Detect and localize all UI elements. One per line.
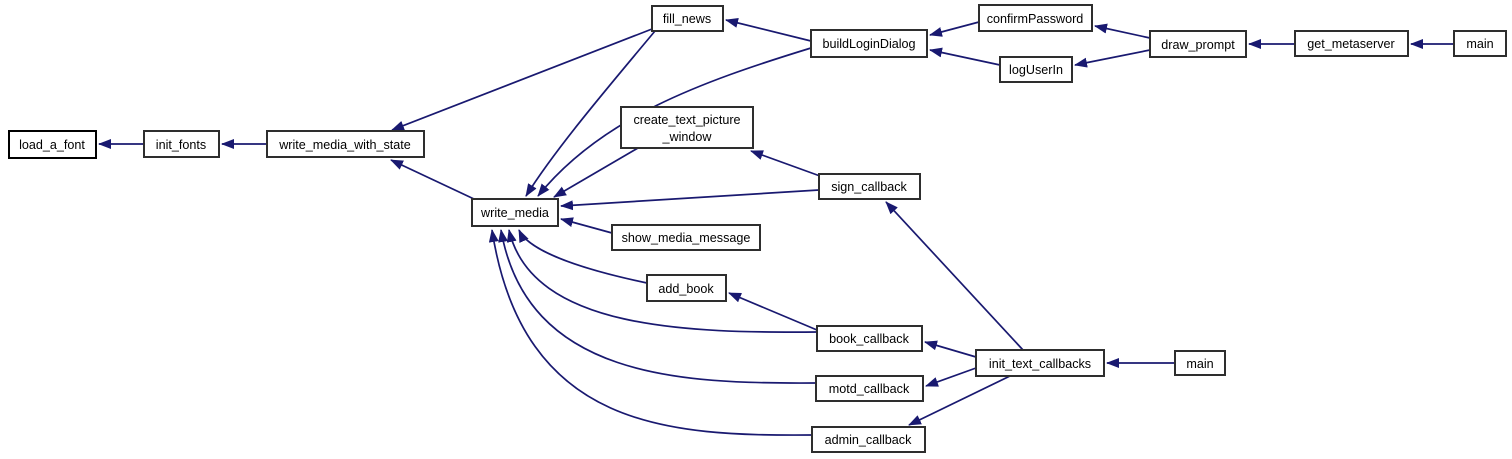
edge-init_text_callbacks-to-motd_callback xyxy=(925,367,977,387)
node-get-metaserver[interactable]: get_metaserver xyxy=(1294,30,1409,57)
edge-fill_news-to-write_media_with_state xyxy=(391,28,653,131)
edge-buildLoginDialog-to-fill_news xyxy=(725,18,812,42)
node-main-bottom[interactable]: main xyxy=(1174,350,1226,376)
edge-show_media_message-to-write_media xyxy=(560,217,613,234)
edge-init_text_callbacks-to-sign_callback xyxy=(885,201,1024,351)
node-label-add-book: add_book xyxy=(658,282,714,296)
node-label-create-text-picture-window-line1: create_text_picture xyxy=(633,113,740,127)
node-main-top[interactable]: main xyxy=(1453,30,1507,57)
edge-draw_prompt-to-logUserIn xyxy=(1074,49,1151,68)
node-label-book-callback: book_callback xyxy=(829,332,910,346)
node-label-main-top: main xyxy=(1466,37,1493,51)
node-load-a-font: load_a_font xyxy=(8,130,97,159)
edge-sign_callback-to-write_media xyxy=(560,189,820,211)
node-label-load-a-font: load_a_font xyxy=(19,138,85,152)
node-label-buildlogindialog: buildLoginDialog xyxy=(822,37,915,51)
node-loguserin[interactable]: logUserIn xyxy=(999,56,1073,83)
node-add-book[interactable]: add_book xyxy=(646,274,727,302)
node-motd-callback[interactable]: motd_callback xyxy=(815,375,924,402)
edge-sign_callback-to-create_text_picture_window xyxy=(750,150,821,177)
node-label-motd-callback: motd_callback xyxy=(829,382,910,396)
node-init-text-callbacks[interactable]: init_text_callbacks xyxy=(975,349,1105,377)
node-draw-prompt[interactable]: draw_prompt xyxy=(1149,30,1247,58)
edge-book_callback-to-add_book xyxy=(728,292,818,331)
edge-draw_prompt-to-confirmPassword xyxy=(1094,23,1151,39)
node-write-media[interactable]: write_media xyxy=(471,198,559,227)
edge-buildLoginDialog-to-write_media xyxy=(537,47,812,197)
node-buildlogindialog[interactable]: buildLoginDialog xyxy=(810,29,928,58)
node-admin-callback[interactable]: admin_callback xyxy=(811,426,926,453)
node-label-draw-prompt: draw_prompt xyxy=(1161,38,1235,52)
node-label-admin-callback: admin_callback xyxy=(825,433,913,447)
node-label-init-text-callbacks: init_text_callbacks xyxy=(989,357,1091,371)
node-label-get-metaserver: get_metaserver xyxy=(1307,37,1395,51)
node-sign-callback[interactable]: sign_callback xyxy=(818,173,921,200)
edges-layer xyxy=(98,18,1454,436)
edge-create_text_picture_window-to-write_media xyxy=(553,147,639,198)
node-label-sign-callback: sign_callback xyxy=(831,180,907,194)
node-show-media-message[interactable]: show_media_message xyxy=(611,224,761,251)
edge-motd_callback-to-write_media xyxy=(498,229,817,384)
node-label-write-media-with-state: write_media_with_state xyxy=(278,138,411,152)
edge-logUserIn-to-buildLoginDialog xyxy=(929,47,1001,66)
edge-fill_news-to-write_media xyxy=(525,30,656,197)
node-create-text-picture-window[interactable]: create_text_picture _window xyxy=(620,106,754,149)
node-label-create-text-picture-window-line2: _window xyxy=(661,130,712,144)
node-label-loguserin: logUserIn xyxy=(1009,63,1063,77)
node-write-media-with-state[interactable]: write_media_with_state xyxy=(266,130,425,158)
node-label-write-media: write_media xyxy=(480,206,549,220)
node-label-init-fonts: init_fonts xyxy=(156,138,206,152)
edge-confirmPassword-to-buildLoginDialog xyxy=(929,21,980,37)
node-label-main-bottom: main xyxy=(1186,357,1213,371)
node-label-confirmpassword: confirmPassword xyxy=(987,12,1084,26)
edge-init_text_callbacks-to-book_callback xyxy=(924,340,977,358)
node-init-fonts[interactable]: init_fonts xyxy=(143,130,220,158)
node-label-show-media-message: show_media_message xyxy=(622,231,751,245)
edge-book_callback-to-write_media xyxy=(506,229,818,333)
node-fill-news[interactable]: fill_news xyxy=(651,5,724,32)
edge-add_book-to-write_media xyxy=(518,229,648,284)
node-label-fill-news: fill_news xyxy=(663,12,711,26)
nodes-layer: load_a_font init_fonts write_media_with_… xyxy=(8,4,1507,453)
edge-admin_callback-to-write_media xyxy=(488,229,813,436)
node-book-callback[interactable]: book_callback xyxy=(816,325,923,352)
edge-write_media-to-write_media_with_state xyxy=(390,159,475,200)
edge-init_text_callbacks-to-admin_callback xyxy=(908,375,1011,426)
node-confirmpassword[interactable]: confirmPassword xyxy=(978,4,1093,32)
